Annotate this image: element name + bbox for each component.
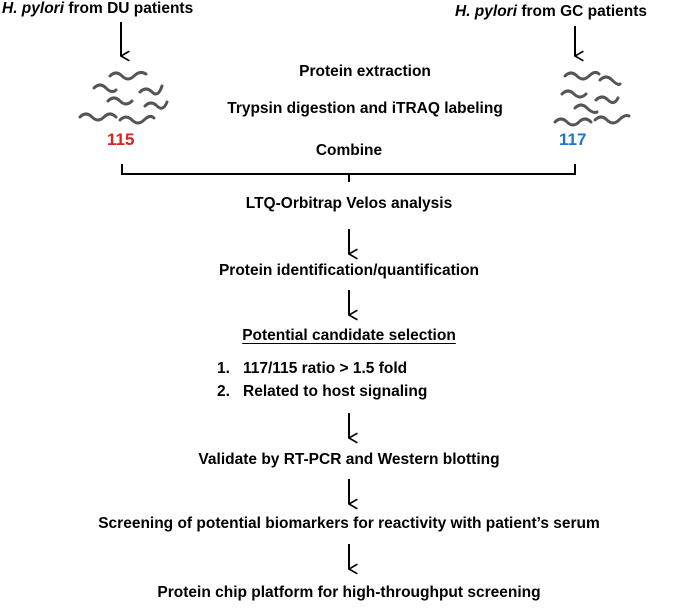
label-117: 117 — [559, 130, 587, 149]
left-source-italic: H. pylori — [2, 0, 65, 17]
criteria-num: 1. — [217, 360, 230, 377]
step-identification: Protein identification/quantification — [218, 262, 480, 279]
step-selection-title: Potential candidate selection — [242, 327, 456, 344]
right-source-italic: H. pylori — [455, 3, 518, 20]
criteria-num: 2. — [217, 383, 230, 400]
criteria-item-2: 2. Related to host signaling — [217, 383, 427, 401]
criteria-item-1: 1. 117/115 ratio > 1.5 fold — [217, 360, 407, 378]
label-115: 115 — [107, 130, 135, 149]
criteria-text: 117/115 ratio > 1.5 fold — [243, 360, 408, 377]
right-source-title: H. pylori from GC patients — [455, 3, 647, 21]
bacteria-cluster-right-icon — [553, 70, 631, 127]
step-protein-extraction: Protein extraction — [299, 63, 431, 80]
step-trypsin-digestion: Trypsin digestion and iTRAQ labeling — [227, 100, 503, 117]
step-combine: Combine — [315, 142, 383, 159]
combine-bracket — [121, 164, 576, 182]
right-source-rest: from GC patients — [517, 3, 648, 20]
left-source-rest: from DU patients — [64, 0, 194, 17]
step-ms-analysis: LTQ-Orbitrap Velos analysis — [245, 195, 453, 212]
left-source-title: H. pylori from DU patients — [2, 0, 193, 18]
step-validate: Validate by RT-PCR and Western blotting — [198, 451, 500, 468]
step-protein-chip: Protein chip platform for high-throughpu… — [157, 584, 541, 601]
bacteria-cluster-left-icon — [78, 70, 169, 125]
criteria-text: Related to host signaling — [243, 383, 428, 400]
step-screening: Screening of potential biomarkers for re… — [98, 515, 600, 532]
